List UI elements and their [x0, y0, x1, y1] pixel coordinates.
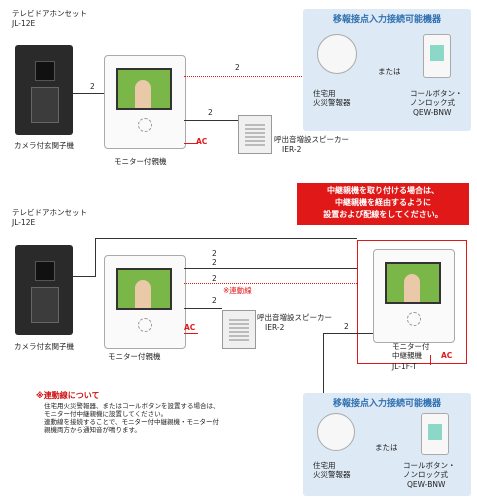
bottom-wire-label-4: 2 — [212, 296, 217, 305]
bottom-panel-or: または — [375, 443, 398, 452]
bottom-wire-label-1: 2 — [212, 249, 217, 258]
top-speaker-model: IER-2 — [282, 145, 302, 154]
bottom-panel-title: 移報接点入力接続可能機器 — [332, 399, 441, 409]
top-wire-speaker — [184, 120, 238, 121]
bottom-wire-top-drop — [95, 238, 96, 276]
top-button-label: コールボタン・ ノンロック式 — [410, 89, 463, 107]
top-ac-line — [184, 143, 198, 144]
camera-lens-icon — [35, 61, 55, 81]
button-face — [430, 45, 444, 61]
relay-highlight-frame — [357, 240, 467, 364]
top-wire-door-monitor — [73, 93, 104, 94]
visitor-image — [135, 280, 151, 308]
top-panel-title: 移報接点入力接続可能機器 — [332, 15, 441, 25]
top-button-model: QEW-BNW — [413, 108, 452, 117]
relay-label: モニター付 中継親機 — [392, 342, 430, 360]
bottom-set-model: JL-12E — [12, 218, 36, 227]
monitor-screen — [385, 262, 441, 304]
top-door-station — [15, 45, 73, 135]
monitor-button — [138, 318, 152, 332]
bottom-wire-label-2: 2 — [212, 258, 217, 267]
bottom-linkage-label: ※連動線 — [223, 286, 252, 295]
bottom-wire-relay-sensor-drop — [323, 333, 324, 393]
top-monitor-label: モニター付親機 — [114, 157, 167, 166]
bottom-monitor — [104, 255, 186, 349]
top-wire-label-2: 2 — [235, 63, 240, 72]
top-wire-label-3: 2 — [208, 108, 213, 117]
bottom-wire-relay-sensor — [323, 333, 373, 334]
visitor-image — [404, 274, 420, 302]
bottom-alarm-label: 住宅用 火災警報器 — [313, 461, 351, 479]
bottom-wire-label-5: 2 — [344, 322, 349, 331]
bottom-wire-speaker — [184, 308, 222, 309]
top-alarm-label: 住宅用 火災警報器 — [313, 89, 351, 107]
top-monitor — [104, 55, 186, 149]
bottom-door-label: カメラ付玄関子機 — [14, 342, 74, 351]
monitor-button — [138, 118, 152, 132]
bottom-monitor-label: モニター付親機 — [108, 352, 161, 361]
top-device-panel: 移報接点入力接続可能機器 または 住宅用 火災警報器 コールボタン・ ノンロック… — [303, 9, 471, 131]
bottom-speaker-model: IER-2 — [265, 323, 285, 332]
bottom-button-model: QEW-BNW — [407, 480, 446, 489]
camera-lens-icon — [35, 261, 55, 281]
call-button-icon — [423, 34, 451, 78]
relay-monitor — [373, 249, 455, 343]
note-title: ※連動線について — [36, 391, 100, 400]
call-button-icon — [421, 413, 449, 455]
bottom-device-panel: 移報接点入力接続可能機器 または 住宅用 火災警報器 コールボタン・ ノンロック… — [303, 393, 471, 496]
bottom-wire-door — [73, 276, 96, 277]
speaker-grille-icon — [229, 317, 249, 341]
top-speaker — [238, 115, 272, 154]
bottom-ac2-label: AC — [441, 351, 453, 360]
speaker-grille-icon — [245, 122, 265, 146]
top-door-label: カメラ付玄関子機 — [14, 141, 74, 150]
call-button — [31, 87, 59, 123]
call-button — [31, 287, 59, 323]
bottom-wire-top — [95, 238, 357, 239]
bottom-wire-2 — [184, 268, 357, 269]
bottom-set-title: テレビドアホンセット — [12, 208, 87, 217]
visitor-image — [135, 80, 151, 108]
bottom-ac2-line — [430, 355, 431, 365]
top-speaker-label: 呼出音増設スピーカー — [274, 135, 349, 144]
warning-box: 中継親機を取り付ける場合は、 中継親機を経由するように 設置および配線をしてくだ… — [297, 183, 469, 225]
monitor-button — [407, 312, 421, 326]
monitor-screen — [116, 68, 172, 110]
bottom-ac1-line — [184, 333, 198, 334]
bottom-wire-label-3: 2 — [212, 274, 217, 283]
top-wire-sensor — [184, 76, 304, 77]
bottom-ac1-label: AC — [184, 323, 196, 332]
relay-model: JL-1F-T — [392, 362, 417, 371]
bottom-button-label: コールボタン・ ノンロック式 — [403, 461, 456, 479]
fire-alarm-icon — [317, 413, 355, 451]
button-face — [428, 424, 442, 440]
bottom-door-station — [15, 245, 73, 335]
top-set-title: テレビドアホンセット — [12, 9, 87, 18]
top-panel-or: または — [378, 67, 401, 76]
bottom-speaker — [222, 310, 256, 349]
bottom-speaker-label: 呼出音増設スピーカー — [257, 313, 332, 322]
fire-alarm-icon — [317, 34, 357, 74]
top-set-model: JL-12E — [12, 19, 36, 28]
top-wire-label-1: 2 — [90, 82, 95, 91]
note-body: 住宅用火災警報器、またはコールボタンを設置する場合は、 モニター付中継親機に設置… — [44, 402, 220, 434]
monitor-screen — [116, 268, 172, 310]
bottom-linkage-wire — [184, 283, 357, 284]
top-ac-label: AC — [196, 137, 208, 146]
